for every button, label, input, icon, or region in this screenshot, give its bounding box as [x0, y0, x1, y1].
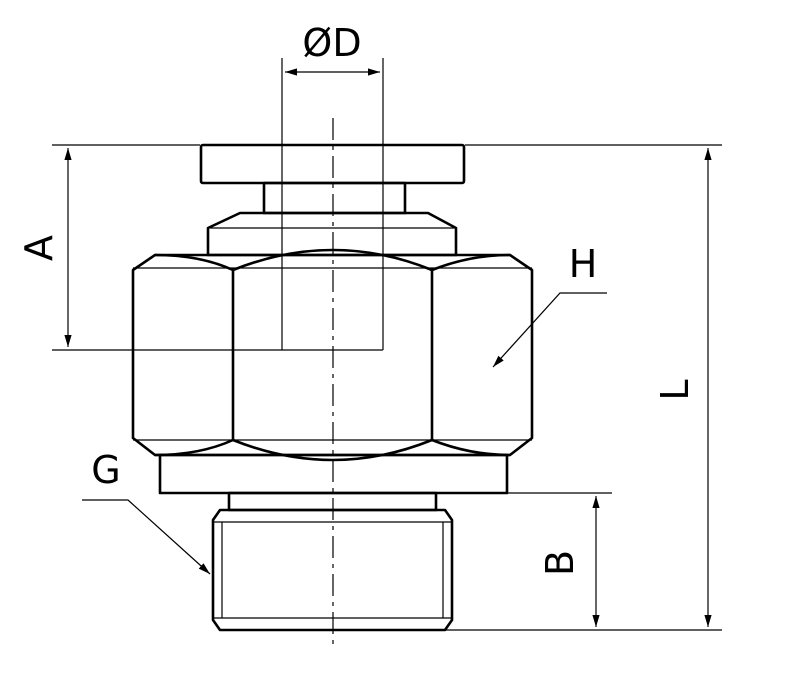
extension-lines: [52, 58, 722, 631]
label-b: B: [538, 550, 582, 576]
label-g: G: [91, 448, 120, 492]
dimension-lines: [64, 68, 712, 627]
fitting-body: [131, 143, 534, 632]
label-diameter: ØD: [302, 21, 361, 65]
label-l: L: [653, 379, 697, 400]
collar-neck: [262, 181, 407, 215]
label-h: H: [569, 242, 598, 286]
threaded-stud: [211, 508, 454, 632]
label-a: A: [17, 235, 61, 261]
